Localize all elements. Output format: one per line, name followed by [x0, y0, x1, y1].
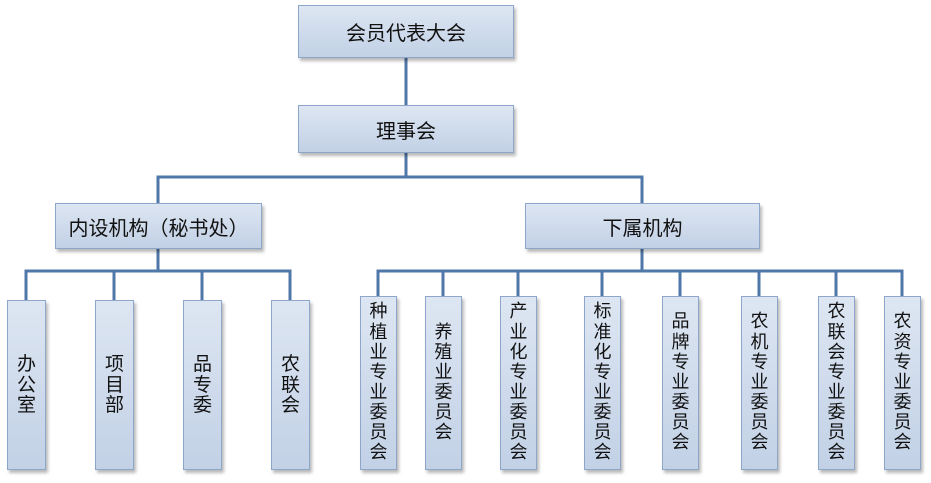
general-assembly-label: 会员代表大会 [346, 21, 466, 45]
internal-unit-box: 品专委 [183, 300, 222, 470]
subordinate-unit-box: 品牌专业委员会 [662, 296, 699, 470]
subordinate-unit-label: 种植业专业委员会 [369, 301, 388, 464]
subordinate-unit-box: 养殖业委员会 [425, 296, 462, 470]
council-box: 理事会 [298, 105, 514, 153]
internal-unit-box: 项目部 [95, 300, 134, 470]
subordinate-unit-box: 产业化专业委员会 [500, 296, 537, 470]
general-assembly-box: 会员代表大会 [298, 5, 514, 58]
subordinate-unit-label: 养殖业委员会 [434, 321, 453, 444]
internal-unit-label: 办公室 [16, 352, 36, 417]
internal-unit-label: 品专委 [192, 352, 212, 417]
subordinate-dept-label: 下属机构 [602, 215, 683, 240]
internal-dept-label: 内设机构（秘书处） [68, 215, 249, 240]
subordinate-unit-box: 标准化专业委员会 [584, 296, 621, 470]
internal-dept-box: 内设机构（秘书处） [55, 203, 262, 249]
internal-unit-label: 项目部 [104, 352, 124, 417]
subordinate-unit-label: 农资专业委员会 [893, 311, 912, 454]
subordinate-unit-box: 农机专业委员会 [741, 296, 778, 470]
internal-unit-box: 办公室 [7, 300, 46, 470]
subordinate-dept-box: 下属机构 [525, 203, 760, 249]
subordinate-unit-label: 标准化专业委员会 [593, 301, 612, 464]
subordinate-unit-label: 农机专业委员会 [750, 311, 769, 454]
council-label: 理事会 [376, 118, 436, 143]
subordinate-unit-label: 农联会专业委员会 [827, 301, 846, 464]
internal-unit-label: 农联会 [280, 352, 300, 417]
subordinate-unit-box: 农联会专业委员会 [818, 296, 855, 470]
internal-unit-box: 农联会 [271, 300, 310, 470]
subordinate-unit-box: 农资专业委员会 [884, 296, 921, 470]
subordinate-unit-label: 品牌专业委员会 [671, 311, 690, 454]
subordinate-unit-label: 产业化专业委员会 [509, 301, 528, 464]
subordinate-unit-box: 种植业专业委员会 [360, 296, 397, 470]
